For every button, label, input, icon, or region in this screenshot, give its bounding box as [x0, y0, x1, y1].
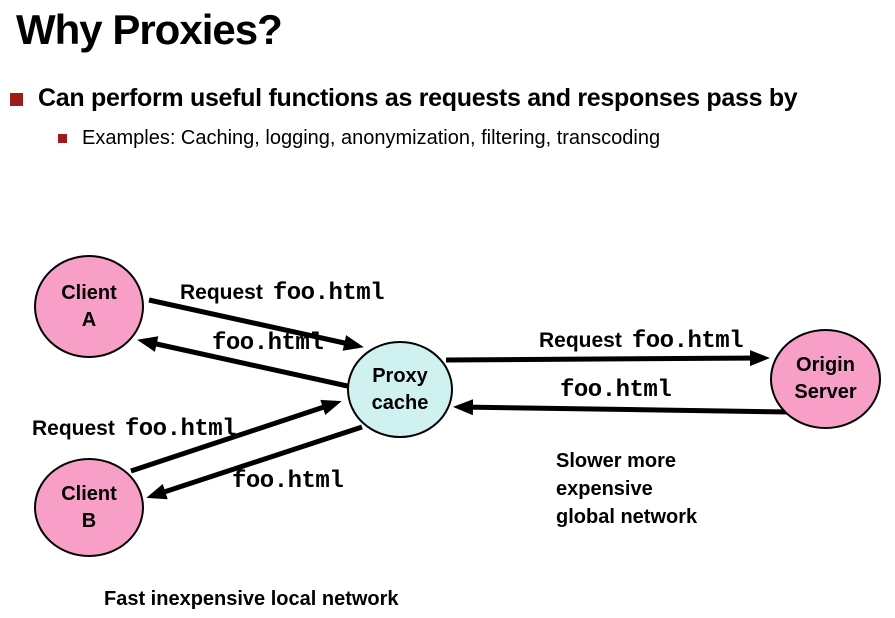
sub-bullet-text: Examples: Caching, logging, anonymizatio…	[82, 127, 661, 149]
label-client-a-response: foo.html	[212, 330, 324, 359]
page-title: Why Proxies?	[16, 6, 283, 53]
node-label: Origin	[796, 354, 855, 376]
node-client-b: Client B	[34, 458, 144, 557]
node-label: B	[81, 509, 97, 532]
node-label: Client	[61, 281, 117, 304]
filename: foo.html	[631, 328, 744, 355]
filename: foo.html	[212, 330, 324, 357]
node-label: Server	[794, 381, 857, 403]
note-line: expensive	[556, 478, 653, 500]
fast-network-note: Fast inexpensive local network	[104, 588, 399, 610]
bullet-text: Can perform useful functions as requests…	[38, 84, 798, 112]
node-label: cache	[371, 391, 429, 414]
request-word: Request	[539, 329, 622, 352]
sub-bullet-square-icon	[58, 134, 67, 143]
node-client-a: Client A	[34, 255, 144, 358]
label-origin-response: foo.html	[560, 377, 672, 406]
arrow-origin-to-proxy	[453, 399, 791, 416]
arrow-proxy-to-origin	[445, 350, 770, 367]
request-word: Request	[180, 281, 263, 304]
filename: foo.html	[232, 468, 344, 495]
bullet-level-2: Examples: Caching, logging, anonymizatio…	[58, 127, 660, 150]
note-line: global network	[556, 506, 698, 528]
node-label: Proxy	[372, 364, 428, 387]
node-origin-server: Origin Server	[770, 329, 881, 429]
request-word: Request	[32, 417, 115, 440]
label-client-b-request: Request foo.html	[32, 415, 237, 445]
label-client-a-request: Request foo.html	[180, 279, 385, 309]
filename: foo.html	[560, 377, 672, 404]
note-line: Slower more	[556, 450, 677, 472]
slow-network-note: Slower more expensive global network	[556, 447, 697, 531]
node-label: A	[81, 308, 97, 331]
filename: foo.html	[272, 280, 385, 307]
label-origin-request: Request foo.html	[539, 327, 744, 357]
bullet-square-icon	[10, 93, 23, 106]
label-client-b-response: foo.html	[232, 468, 344, 497]
bullet-level-1: Can perform useful functions as requests…	[10, 84, 798, 113]
node-proxy-cache: Proxy cache	[347, 341, 453, 438]
filename: foo.html	[124, 416, 237, 443]
node-label: Client	[61, 482, 117, 505]
